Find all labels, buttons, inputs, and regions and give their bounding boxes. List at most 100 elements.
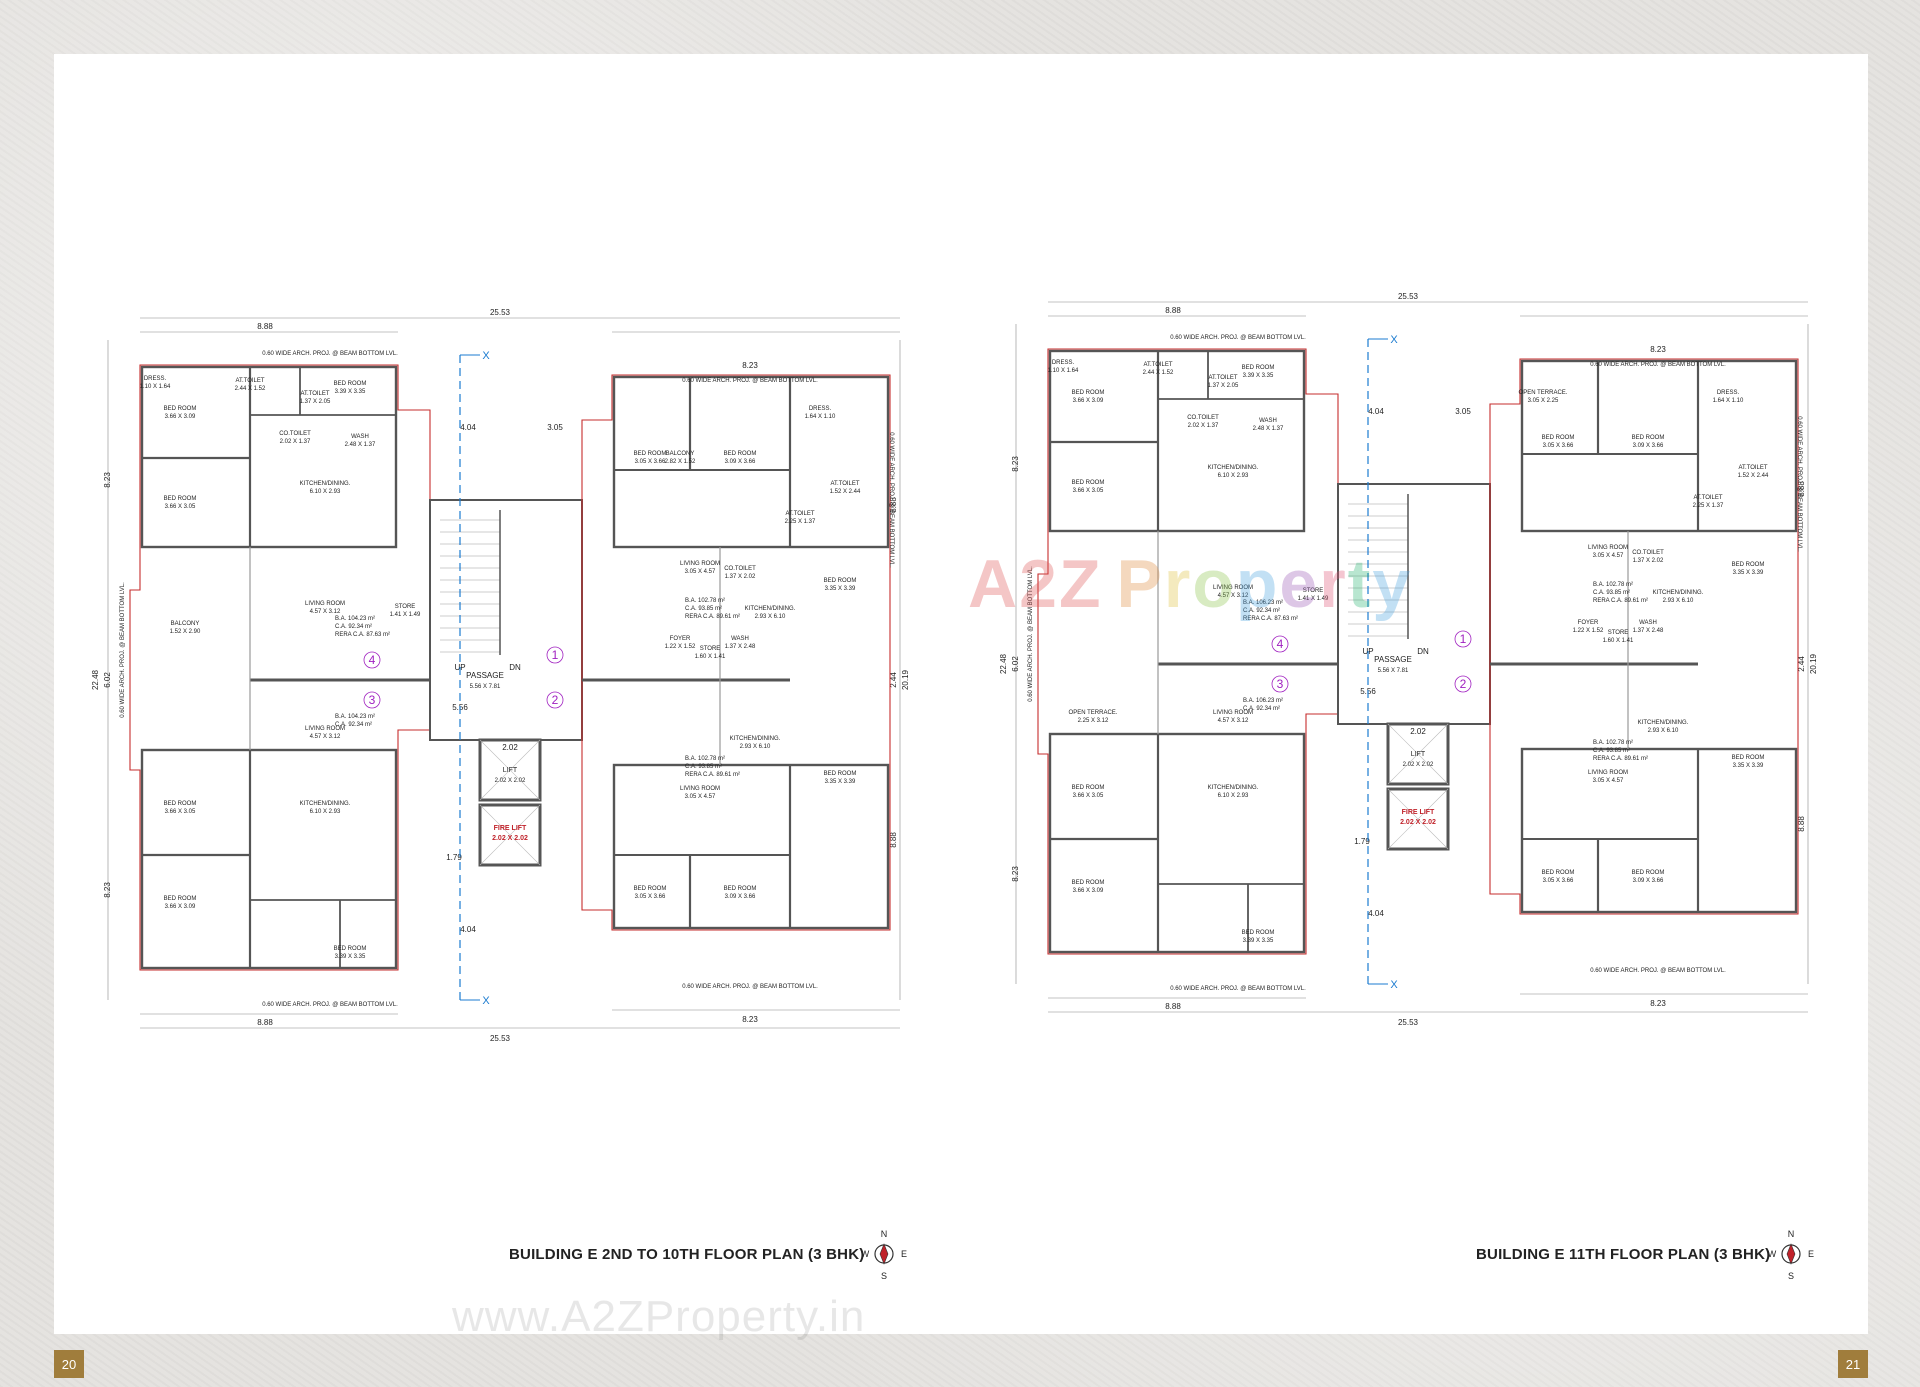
flat-c-room-dimension: 3.66 X 3.09 [165,904,196,910]
core-dim-bottom: 4.04 [1368,909,1384,918]
left-mid-height: 6.02 [1011,656,1020,672]
flat-b-room-name: AT.TOILET [830,481,859,487]
flat-b-room-dimension: 2.25 X 1.37 [785,519,816,525]
flat-d-room-name: BED ROOM [724,886,757,892]
compass-e: E [1808,1249,1814,1259]
flat-c-room-dimension: 3.39 X 3.35 [335,954,366,960]
flat-number-badge: 1 [1460,632,1467,646]
flat-b-room-name: DRESS. [809,406,832,412]
flat-d-room-name: BED ROOM [824,771,857,777]
left-bottom-height: 8.23 [103,882,112,898]
flat-d-room-name: LIVING ROOM [1588,770,1628,776]
flat-c-room-dimension: 3.66 X 3.05 [1073,793,1104,799]
flat-number-badge: 1 [552,648,559,662]
flat-b-room-name: FOYER [1578,620,1599,626]
flat-b-room-name: AT.TOILET [1738,465,1767,471]
flat-b-room-name: CO.TOILET [724,566,756,572]
flat-b-room-dimension: 3.05 X 3.66 [1543,443,1574,449]
flat-a-room-name: BED ROOM [164,496,197,502]
right-wing-width-top: 8.23 [742,361,758,370]
flat-a-room-dimension: 1.37 X 2.05 [300,399,331,405]
flat-d-rera-area: RERA C.A. 89.61 m² [1593,756,1648,762]
flat-a-room-dimension: 4.57 X 3.12 [1218,593,1249,599]
flat-d-built-area: B.A. 102.78 m² [1593,740,1633,746]
flat-b-room-dimension: 2.93 X 6.10 [1663,598,1694,604]
flat-a-room-dimension: 3.66 X 3.09 [165,414,196,420]
flat-a-room-name: BED ROOM [1072,390,1105,396]
flat-a-room-name: LIVING ROOM [305,601,345,607]
right-top-height: 8.88 [889,497,898,513]
arch-note-top-right: 0.60 WIDE ARCH. PROJ. @ BEAM BOTTOM LVL. [682,378,818,384]
flat-c-carpet-area: C.A. 92.34 m² [1243,706,1280,712]
flat-b-built-area: B.A. 102.78 m² [685,598,725,604]
flat-c-built-area: B.A. 106.23 m² [1243,698,1283,704]
compass-e: E [901,1249,907,1259]
overall-height-right: 20.19 [1809,653,1818,674]
axis-label-bottom: X [1390,979,1398,991]
flat-a-rera-area: RERA C.A. 87.63 m² [335,632,390,638]
watermark-logo: A2Z Property [968,545,1412,623]
flat-a-room-name: BED ROOM [164,406,197,412]
fire-lift-dimension: 2.02 X 2.02 [1400,819,1436,826]
plan-title-left: BUILDING E 2ND TO 10TH FLOOR PLAN (3 BHK… [509,1246,865,1263]
flat-number-badge: 2 [552,693,559,707]
flat-d-room-dimension: 3.05 X 4.57 [1593,778,1624,784]
core-lift-width: 2.02 [1410,727,1426,736]
flat-a-room-dimension: 3.66 X 3.05 [165,504,196,510]
watermark-logo-letter: 2 [1019,546,1059,622]
flat-b-carpet-area: C.A. 93.85 m² [1593,590,1630,596]
flat-b-room-dimension: 2.25 X 1.37 [1693,503,1724,509]
overall-height-left: 22.48 [91,669,100,690]
flat-b-room-dimension: 3.35 X 3.39 [825,586,856,592]
arch-note-bottom-left: 0.60 WIDE ARCH. PROJ. @ BEAM BOTTOM LVL. [262,1002,398,1008]
flat-b-room-name: BED ROOM [724,451,757,457]
overall-width-top: 25.53 [490,308,511,317]
flat-c-room-name: BED ROOM [164,896,197,902]
axis-label-top: X [1390,334,1398,346]
flat-b-room-dimension: 3.09 X 3.66 [725,459,756,465]
flat-b-room-name: BED ROOM [1542,435,1575,441]
flat-d-room-name: BED ROOM [1732,755,1765,761]
flat-b-room-name: LIVING ROOM [680,561,720,567]
core-dim-top-right: 3.05 [1455,407,1471,416]
fire-lift-label: FIRE LIFT [494,825,527,832]
flat-b-room-name: STORE [700,646,721,652]
watermark-logo-letter: r [1319,546,1348,622]
flat-number-badge: 3 [1277,677,1284,691]
compass-w: W [861,1249,870,1259]
left-top-height: 8.23 [1011,456,1020,472]
flat-a-room-dimension: 1.10 X 1.64 [140,384,171,390]
right-bottom-height: 8.88 [1797,816,1806,832]
right-wing-width-top: 8.23 [1650,345,1666,354]
lift-dimension: 2.02 X 2.02 [1403,762,1434,768]
flat-c-room-dimension: 3.66 X 3.09 [1073,888,1104,894]
flat-a-room-name: BALCONY [171,621,200,627]
stair-down: DN [1417,647,1429,656]
overall-height-left: 22.48 [999,653,1008,674]
flat-a-room-dimension: 1.52 X 2.90 [170,629,201,635]
flat-a-room-name: DRESS. [144,376,167,382]
right-mid-height: 2.44 [889,672,898,688]
flat-d-room-dimension: 3.35 X 3.39 [1733,763,1764,769]
flat-b-rera-area: RERA C.A. 89.61 m² [685,614,740,620]
right-bottom-height: 8.88 [889,832,898,848]
passage-dimension: 5.56 X 7.81 [1378,668,1409,674]
flat-c-room-name: KITCHEN/DINING. [300,801,351,807]
flat-b-room-dimension: 1.64 X 1.10 [805,414,836,420]
flat-a-room-name: BED ROOM [1072,480,1105,486]
core-dim-top: 4.04 [1368,407,1384,416]
flat-b-room-dimension: 1.37 X 2.48 [725,644,756,650]
flat-b-room-dimension: 1.60 X 1.41 [695,654,726,660]
axis-label-bottom: X [482,995,490,1007]
flat-c-room-name: BED ROOM [1242,930,1275,936]
lift-label: LIFT [503,767,518,774]
flat-a-room-name: AT.TOILET [235,378,264,384]
flat-b-room-dimension: 1.37 X 2.02 [1633,558,1664,564]
flat-a-room-dimension: 3.66 X 3.05 [1073,488,1104,494]
compass-s: S [1788,1271,1794,1281]
flat-a-room-name: LIVING ROOM [1213,585,1253,591]
flat-a-room-dimension: 2.48 X 1.37 [1253,426,1284,432]
flat-b-carpet-area: C.A. 93.85 m² [685,606,722,612]
